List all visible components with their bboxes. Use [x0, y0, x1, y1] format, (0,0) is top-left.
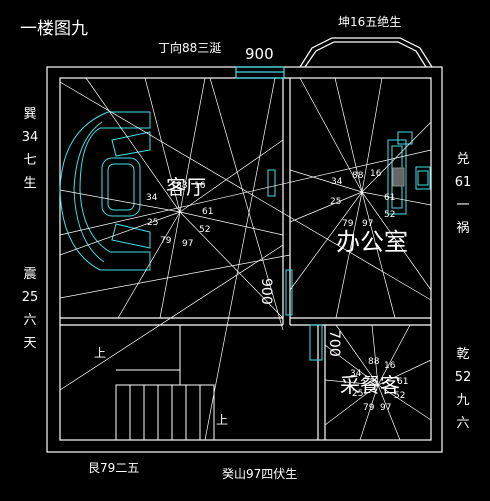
- room-office: 办公室: [336, 228, 408, 256]
- office-n16: 16: [370, 169, 382, 179]
- room-dining: 采餐客: [340, 373, 400, 397]
- office-n61: 61: [384, 193, 395, 203]
- dimension-small: 700: [326, 330, 342, 357]
- stairs: [115, 325, 215, 441]
- stair-up-2: 上: [216, 413, 228, 427]
- dining-rays: [324, 324, 432, 441]
- dining-center-numbers: 88 16 34 61 25 52 79 97: [350, 357, 408, 413]
- dining-n97: 97: [380, 403, 391, 413]
- stair-up-1: 上: [94, 346, 106, 360]
- living-n52: 52: [199, 225, 210, 235]
- office-n79: 79: [342, 219, 354, 229]
- living-n79: 79: [160, 236, 172, 246]
- dining-n25: 25: [352, 389, 363, 399]
- living-n25: 25: [147, 218, 158, 228]
- living-n88: 88: [176, 181, 188, 191]
- living-n34: 34: [146, 193, 158, 203]
- living-n97: 97: [182, 239, 193, 249]
- office-n97: 97: [362, 219, 373, 229]
- dimension-mid: 900: [258, 278, 274, 305]
- dining-n88: 88: [368, 357, 380, 367]
- walls: [46, 37, 443, 453]
- dining-n79: 79: [363, 403, 375, 413]
- office-rays: [289, 77, 432, 319]
- label-gui: 癸山97四伏生: [222, 467, 297, 481]
- living-n61: 61: [202, 207, 213, 217]
- grid-rays: [59, 77, 432, 441]
- dining-n16: 16: [384, 361, 396, 371]
- office-desk: [387, 131, 431, 215]
- office-n34: 34: [331, 177, 343, 187]
- label-ding: 丁向88三涎: [158, 40, 221, 55]
- dimension-top: 900: [245, 45, 274, 63]
- office-n25: 25: [330, 197, 341, 207]
- label-kun: 坤16五绝生: [338, 14, 401, 29]
- plan-title: 一楼图九: [20, 19, 88, 39]
- dining-n34: 34: [350, 369, 362, 379]
- door-panels: [267, 169, 323, 361]
- office-n88: 88: [352, 171, 364, 181]
- room-living: 客厅: [166, 175, 206, 199]
- sofa: [59, 111, 151, 271]
- dining-n61: 61: [397, 377, 408, 387]
- label-gen: 艮79二五: [88, 461, 139, 475]
- office-center-numbers: 88 16 34 61 25 52 79 97: [330, 169, 395, 229]
- living-n16: 16: [194, 181, 206, 191]
- office-n52: 52: [384, 210, 395, 220]
- living-center-numbers: 88 16 34 61 25 52 79 97: [146, 181, 213, 249]
- living-rays: [59, 77, 284, 319]
- dining-n52: 52: [394, 391, 405, 401]
